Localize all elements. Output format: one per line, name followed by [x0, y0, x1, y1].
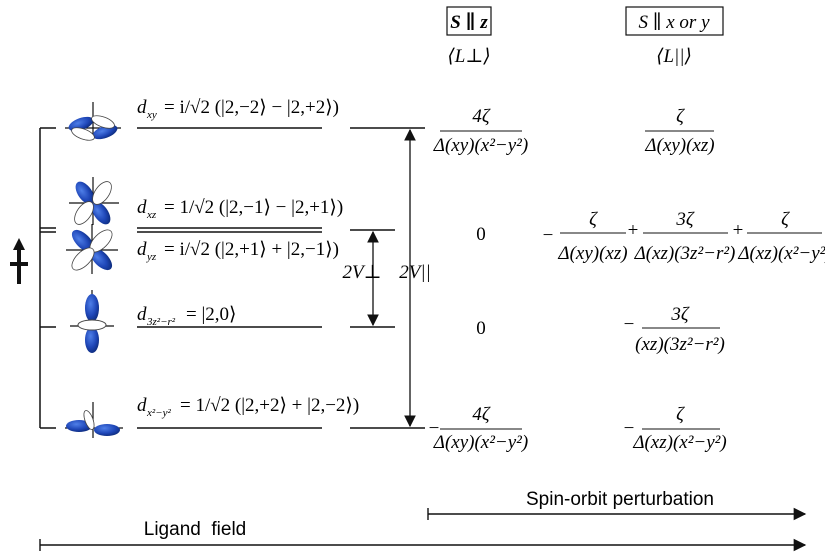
orbital-dxz-icon [69, 177, 119, 225]
r2-term1-numerator: ζ [589, 209, 598, 230]
orbital-dx2y2-symbol: d [137, 395, 147, 416]
header-box-xy [625, 6, 724, 36]
perp-splitting-label: 2V⊥ [343, 262, 382, 283]
orbital-dz2-formula: d 3z²−r² = |2,0⟩ [137, 304, 236, 328]
r1-z-numerator: 4ζ [472, 106, 491, 127]
orbital-dxy-subscript: xy [146, 109, 157, 121]
orbital-dyz-subscript: yz [146, 251, 157, 263]
orbital-dz2-icon [70, 290, 114, 353]
orbital-dxz-subscript: xz [146, 209, 157, 221]
orbital-dx2y2-formula: d x²−y² = 1/√2 (|2,+2⟩ + |2,−2⟩) [137, 395, 359, 419]
orbital-dxz-formula: d xz = 1/√2 (|2,−1⟩ − |2,+1⟩) [137, 197, 343, 221]
r4-xy-denominator: Δ(xz)(x²−y²) [632, 432, 726, 453]
orbital-dxy-expression: = i/√2 (|2,−2⟩ − |2,+2⟩) [164, 97, 339, 118]
spin-up-arrow [13, 238, 25, 250]
r2-term2-sign: + [628, 220, 639, 241]
orbital-dxy-icon [65, 102, 121, 141]
orbital-dyz-symbol: d [137, 239, 147, 260]
r2-term3-denominator: Δ(xz)(x²−y²) [737, 243, 825, 264]
r2-term1-sign: − [543, 225, 554, 246]
orbital-dxy-formula: d xy = i/√2 (|2,−2⟩ − |2,+2⟩) [137, 97, 339, 121]
orbital-dz2-subscript: 3z²−r² [146, 316, 176, 328]
r3-z-value: 0 [476, 318, 486, 339]
header-l-par: ⟨L||⟩ [656, 46, 692, 67]
r1-xy-denominator: Δ(xy)(xz) [644, 135, 714, 156]
r4-z-denominator: Δ(xy)(x²−y²) [433, 432, 528, 453]
r4-z-sign: − [429, 418, 440, 439]
orbital-dyz-formula: d yz = i/√2 (|2,+1⟩ + |2,−1⟩) [137, 239, 339, 263]
r4-xy-numerator: ζ [676, 404, 685, 425]
r2-term1-denominator: Δ(xy)(xz) [557, 243, 627, 264]
header-box-z [446, 6, 492, 36]
header-s-parallel-z: S ∥ z [450, 12, 488, 33]
orbital-dx2y2-icon [65, 402, 123, 438]
r2-term3-sign: + [733, 220, 744, 241]
orbital-dz2-expression: = |2,0⟩ [186, 304, 236, 325]
r2-term2-denominator: Δ(xz)(3z²−r²) [634, 243, 736, 264]
header-l-perp: ⟨L⊥⟩ [447, 46, 490, 67]
ligand-field-label: Ligand field [144, 519, 246, 540]
orbital-dxz-expression: = 1/√2 (|2,−1⟩ − |2,+1⟩) [164, 197, 343, 218]
par-splitting-label: 2V|| [399, 262, 431, 283]
r2-term3-numerator: ζ [781, 209, 790, 230]
r1-xy-numerator: ζ [676, 106, 685, 127]
r4-xy-sign: − [624, 418, 635, 439]
orbital-dyz-expression: = i/√2 (|2,+1⟩ + |2,−1⟩) [164, 239, 339, 260]
spin-orbit-label: Spin-orbit perturbation [526, 489, 714, 510]
orbital-dz2-symbol: d [137, 304, 147, 325]
orbital-dyz-icon [66, 224, 118, 274]
r3-xy-sign: − [624, 314, 635, 335]
r3-xy-numerator: 3ζ [670, 304, 690, 325]
orbital-dxz-symbol: d [137, 197, 147, 218]
header-s-parallel-xy: S ∥ x or y [638, 12, 710, 33]
orbital-dx2y2-subscript: x²−y² [146, 407, 171, 419]
orbital-dxy-symbol: d [137, 97, 147, 118]
r2-term2-numerator: 3ζ [675, 209, 695, 230]
r4-z-numerator: 4ζ [472, 404, 491, 425]
r3-xy-denominator: (xz)(3z²−r²) [635, 334, 725, 355]
orbital-dx2y2-expression: = 1/√2 (|2,+2⟩ + |2,−2⟩) [180, 395, 359, 416]
r2-z-value: 0 [476, 224, 486, 245]
r1-z-denominator: Δ(xy)(x²−y²) [433, 135, 528, 156]
